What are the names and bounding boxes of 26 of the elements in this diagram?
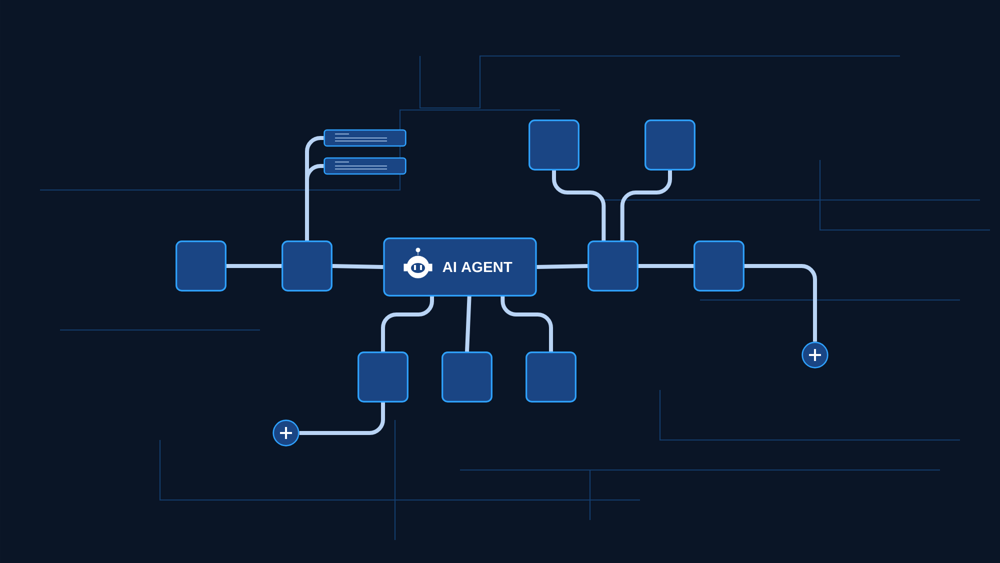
cable <box>226 264 282 268</box>
cable <box>305 164 324 241</box>
square-box <box>282 240 332 292</box>
square-box <box>176 240 226 292</box>
square-box <box>442 352 492 402</box>
cable <box>536 264 588 269</box>
cable <box>638 264 694 268</box>
agent-box: AI AGENT <box>383 238 537 296</box>
cable <box>332 264 384 269</box>
square-box <box>694 240 744 292</box>
plus-button <box>272 420 300 446</box>
square-box <box>588 240 638 292</box>
cable <box>620 170 672 241</box>
plus-button <box>802 342 828 368</box>
text-bar <box>324 157 406 175</box>
square-box <box>644 120 696 170</box>
cable <box>552 170 606 241</box>
cable <box>465 296 472 352</box>
square-box <box>358 352 408 402</box>
square-box <box>526 352 576 402</box>
square-box <box>528 120 580 170</box>
cable <box>744 264 817 342</box>
cable <box>500 296 553 352</box>
cable <box>299 402 385 435</box>
text-bar <box>324 129 406 147</box>
cable <box>381 296 434 352</box>
